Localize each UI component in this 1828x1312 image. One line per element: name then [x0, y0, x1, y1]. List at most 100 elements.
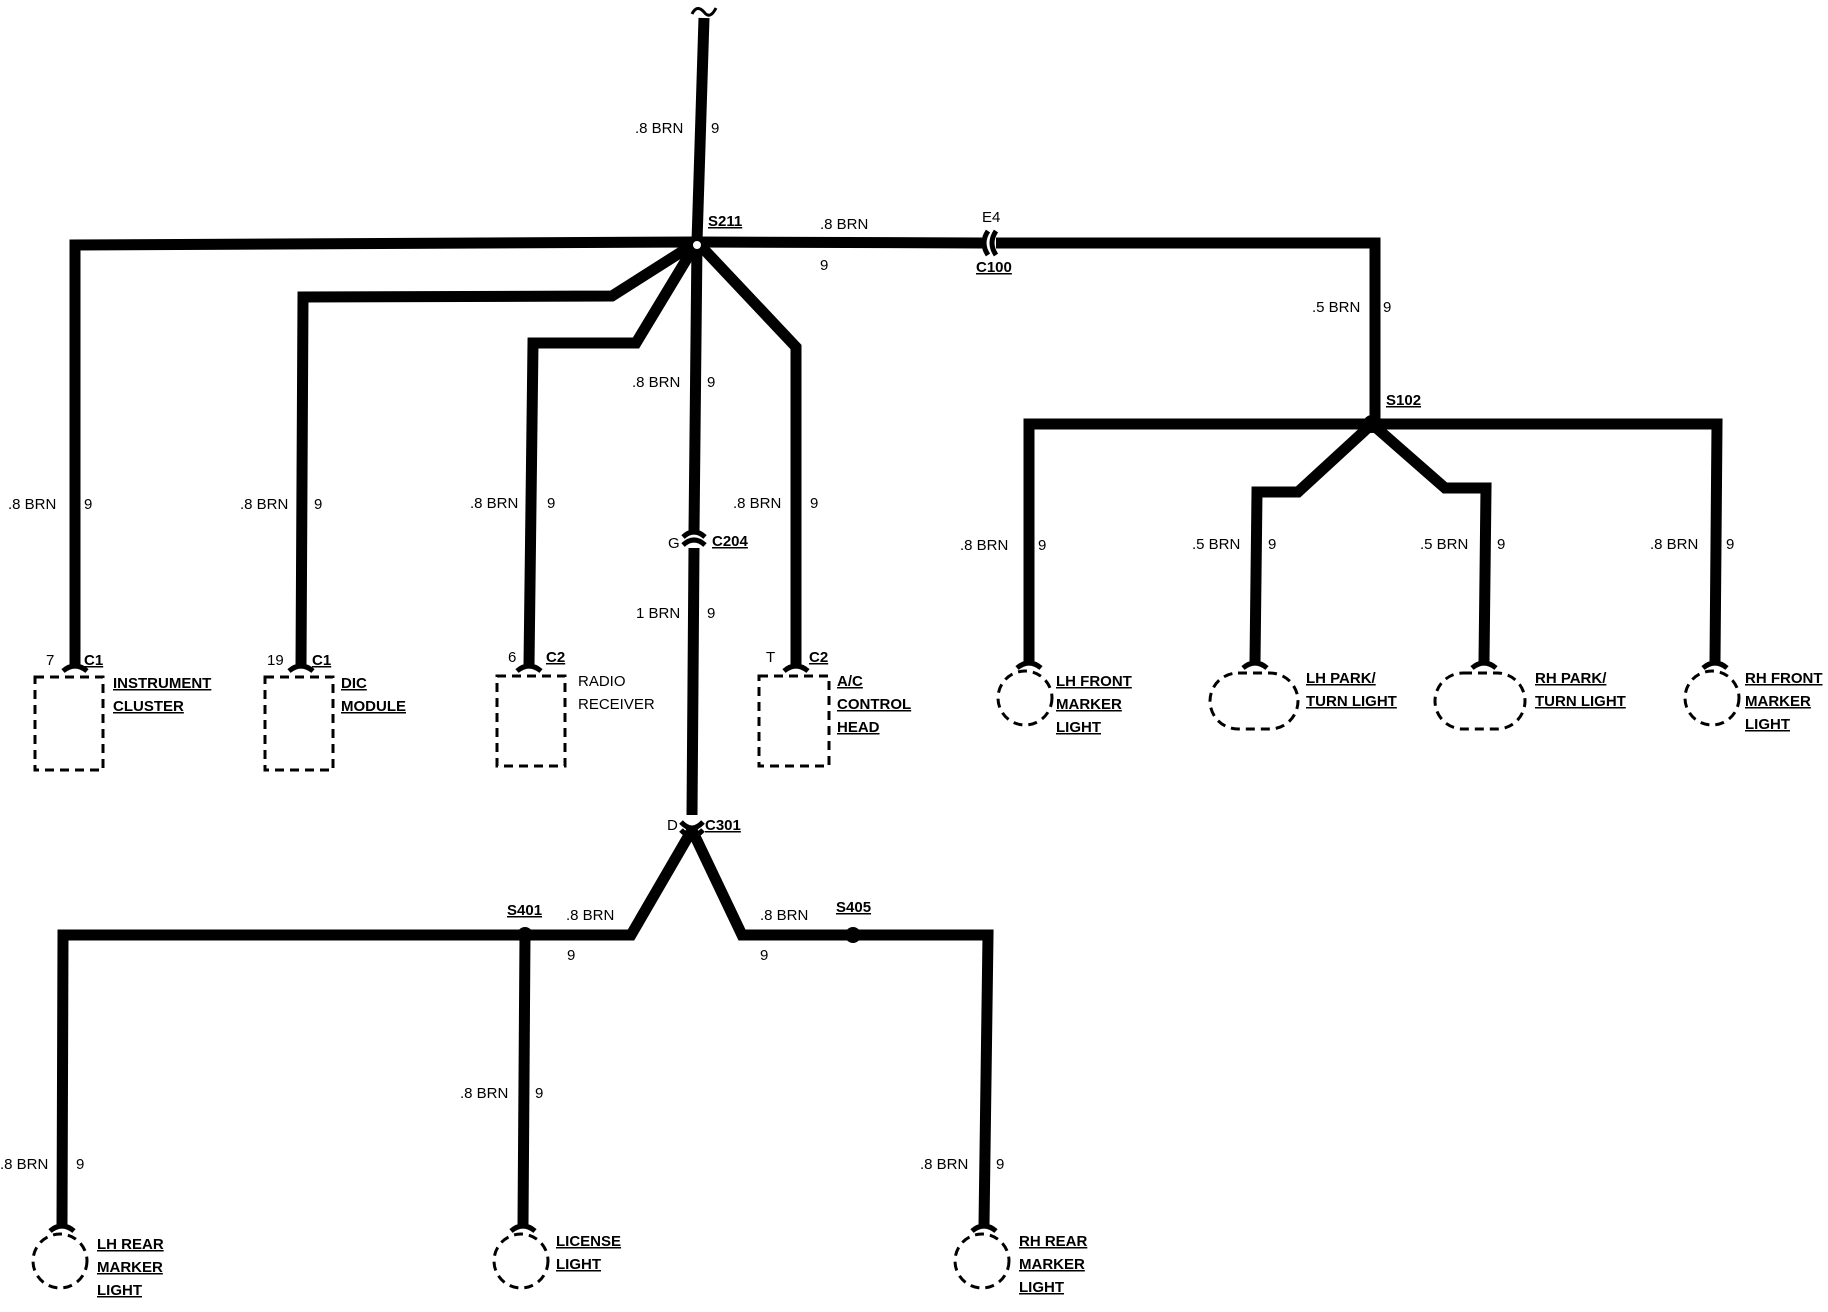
connector-c100-symbol [981, 229, 999, 257]
dic-module-label-2: MODULE [341, 698, 406, 715]
ac-terminal [782, 663, 810, 674]
ac-control-head-label-2: CONTROL [837, 696, 911, 713]
wire-bus-left [69, 236, 698, 665]
rh-front-marker-label-2: MARKER [1745, 693, 1811, 710]
connector-c301-label: C301 [705, 817, 741, 834]
wire-license-gauge: .8 BRN [460, 1085, 508, 1102]
wire-ic-gauge: .8 BRN [8, 496, 56, 513]
rh-rear-marker-label-1: RH REAR [1019, 1233, 1088, 1250]
wire-license [517, 934, 531, 1226]
wire-top-feed [691, 17, 710, 243]
break-symbol [690, 7, 718, 17]
instrument-cluster-connector: C1 [84, 652, 103, 669]
wires [56, 7, 1723, 1226]
wire-s401-feed [56, 827, 697, 1226]
dic-terminal [287, 663, 315, 674]
instrument-cluster-box [33, 675, 105, 772]
ac-control-head-label-1: A/C [837, 673, 863, 690]
wire-rh-park-circuit: 9 [1497, 536, 1505, 553]
ic-terminal [61, 663, 89, 674]
wire-ic-circuit: 9 [84, 496, 92, 513]
rh-park-terminal [1470, 660, 1498, 671]
lh-front-terminal [1015, 660, 1043, 671]
wire-bus-right [696, 236, 983, 249]
dic-module-pin: 19 [267, 652, 284, 669]
instrument-cluster-label-2: CLUSTER [113, 698, 184, 715]
radio-receiver-label-1: RADIO [578, 673, 626, 690]
rh-rear-marker-label-3: LIGHT [1019, 1279, 1064, 1296]
license-light-bulb [492, 1232, 550, 1290]
wire-center-gauge: .8 BRN [632, 374, 680, 391]
wire-lh-front-circuit: 9 [1038, 537, 1046, 554]
lh-front-marker-label-1: LH FRONT [1056, 673, 1132, 690]
dic-module-box [263, 675, 335, 772]
wire-lh-park [1249, 419, 1376, 663]
rh-park-turn-bulb [1433, 671, 1527, 731]
wire-rh-park-gauge: .5 BRN [1420, 536, 1468, 553]
instrument-cluster-label-1: INSTRUMENT [113, 675, 211, 692]
connector-c301-pin: D [667, 817, 678, 834]
wire-lh-front-gauge: .8 BRN [960, 537, 1008, 554]
wire-ac-circuit: 9 [810, 495, 818, 512]
wire-right-circuit: 9 [820, 257, 828, 274]
radio-terminal [515, 663, 543, 674]
ac-control-head-label-3: HEAD [837, 719, 880, 736]
wire-s102-feed-circuit: 9 [1383, 299, 1391, 316]
lh-front-marker-label-3: LIGHT [1056, 719, 1101, 736]
wire-s405-feed-gauge: .8 BRN [760, 907, 808, 924]
wire-c100-right [996, 237, 1381, 422]
wire-labels: .8 BRN 9 .8 BRN 9 .5 BRN 9 .8 BRN 9 1 BR… [0, 120, 1734, 1173]
radio-receiver-pin: 6 [508, 649, 516, 666]
splice-s211-label: S211 [708, 213, 742, 230]
lh-rear-marker-label-1: LH REAR [97, 1236, 164, 1253]
splice-s405-label: S405 [836, 899, 871, 916]
lh-rear-marker-label-3: LIGHT [97, 1282, 142, 1299]
wire-dic [295, 237, 700, 666]
lh-front-marker-label-2: MARKER [1056, 696, 1122, 713]
lh-park-turn-bulb [1208, 671, 1300, 731]
splice-s102-label: S102 [1386, 392, 1421, 409]
wire-license-circuit: 9 [535, 1085, 543, 1102]
wire-radio-gauge: .8 BRN [470, 495, 518, 512]
wire-ac-gauge: .8 BRN [733, 495, 781, 512]
node-labels: S211 S102 S401 S405 E4 C100 G C204 D C30… [507, 209, 1421, 919]
instrument-cluster-pin: 7 [46, 652, 54, 669]
lh-park-terminal [1241, 660, 1269, 671]
wire-s102-bus [1023, 418, 1723, 663]
rh-rear-marker-label-2: MARKER [1019, 1256, 1085, 1273]
wire-radio [523, 239, 702, 666]
connector-c100-pin: E4 [982, 209, 1000, 226]
lh-rear-marker-bulb [31, 1232, 89, 1290]
connector-c204-label: C204 [712, 533, 749, 550]
wire-rh-rear-circuit: 9 [996, 1156, 1004, 1173]
connector-c204-pin: G [668, 535, 680, 552]
rh-front-marker-label-3: LIGHT [1745, 716, 1790, 733]
lh-park-turn-label-1: LH PARK/ [1306, 670, 1377, 687]
component-labels: 7 C1 INSTRUMENT CLUSTER 19 C1 DIC MODULE… [46, 649, 1823, 1299]
wire-lh-rear-circuit: 9 [76, 1156, 84, 1173]
wire-lh-park-circuit: 9 [1268, 536, 1276, 553]
dic-module-label-1: DIC [341, 675, 367, 692]
radio-receiver-label-2: RECEIVER [578, 696, 655, 713]
wire-radio-circuit: 9 [547, 495, 555, 512]
wire-center-low-circuit: 9 [707, 605, 715, 622]
splice-s401-label: S401 [507, 902, 542, 919]
wire-lh-rear-gauge: .8 BRN [0, 1156, 48, 1173]
connector-c301-symbol [679, 820, 705, 839]
rh-front-marker-bulb [1683, 669, 1741, 727]
wire-center-circuit: 9 [707, 374, 715, 391]
connector-c100-label: C100 [976, 259, 1012, 276]
lh-rear-marker-label-2: MARKER [97, 1259, 163, 1276]
connector-c204-symbol [681, 529, 707, 547]
rh-rear-marker-bulb [953, 1232, 1011, 1290]
splice-s405 [845, 927, 861, 943]
splices [517, 235, 1381, 943]
splice-s401 [517, 927, 533, 943]
rh-rear-terminal [970, 1223, 998, 1234]
wire-rh-front-gauge: .8 BRN [1650, 536, 1698, 553]
wire-center-low-gauge: 1 BRN [636, 605, 680, 622]
wire-rh-rear-gauge: .8 BRN [920, 1156, 968, 1173]
inline-connectors [679, 229, 999, 839]
license-light-label-2: LIGHT [556, 1256, 601, 1273]
ac-control-head-pin: T [766, 649, 775, 666]
